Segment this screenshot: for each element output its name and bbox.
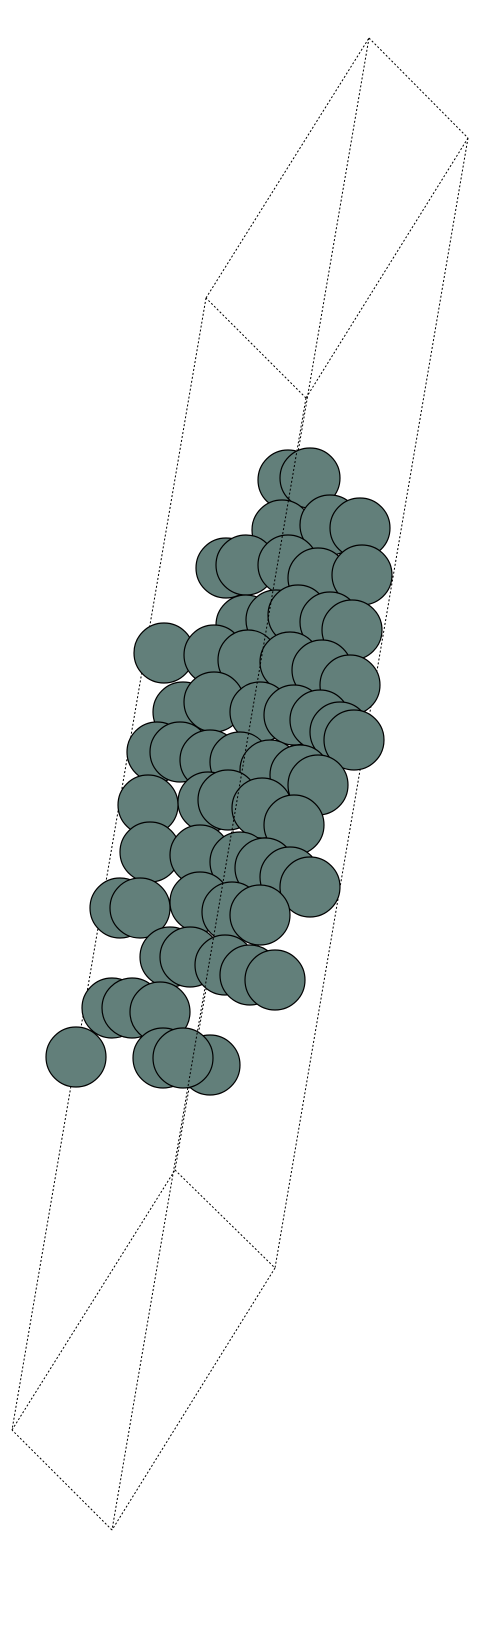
cell-edge-da [205, 37, 370, 299]
cell-edge-ef [174, 1169, 276, 1269]
cell-edge-ab [368, 37, 469, 139]
cell-edge-cg [111, 397, 307, 1531]
cell-edge-dh [11, 297, 207, 1431]
cell-edge-bc [305, 137, 469, 399]
atom-28 [323, 709, 385, 771]
cell-edge-gh [11, 1429, 113, 1531]
unit-cell-front-edges [11, 397, 307, 1531]
atom-cluster [45, 447, 393, 1096]
cell-edge-fg [111, 1267, 276, 1531]
cell-edge-cd [205, 297, 307, 399]
atom-51 [229, 884, 291, 946]
atom-60 [45, 1026, 107, 1088]
atom-63 [152, 1027, 214, 1089]
cell-edge-he [11, 1169, 176, 1431]
atom-56 [244, 949, 306, 1011]
atom-46 [279, 856, 341, 918]
